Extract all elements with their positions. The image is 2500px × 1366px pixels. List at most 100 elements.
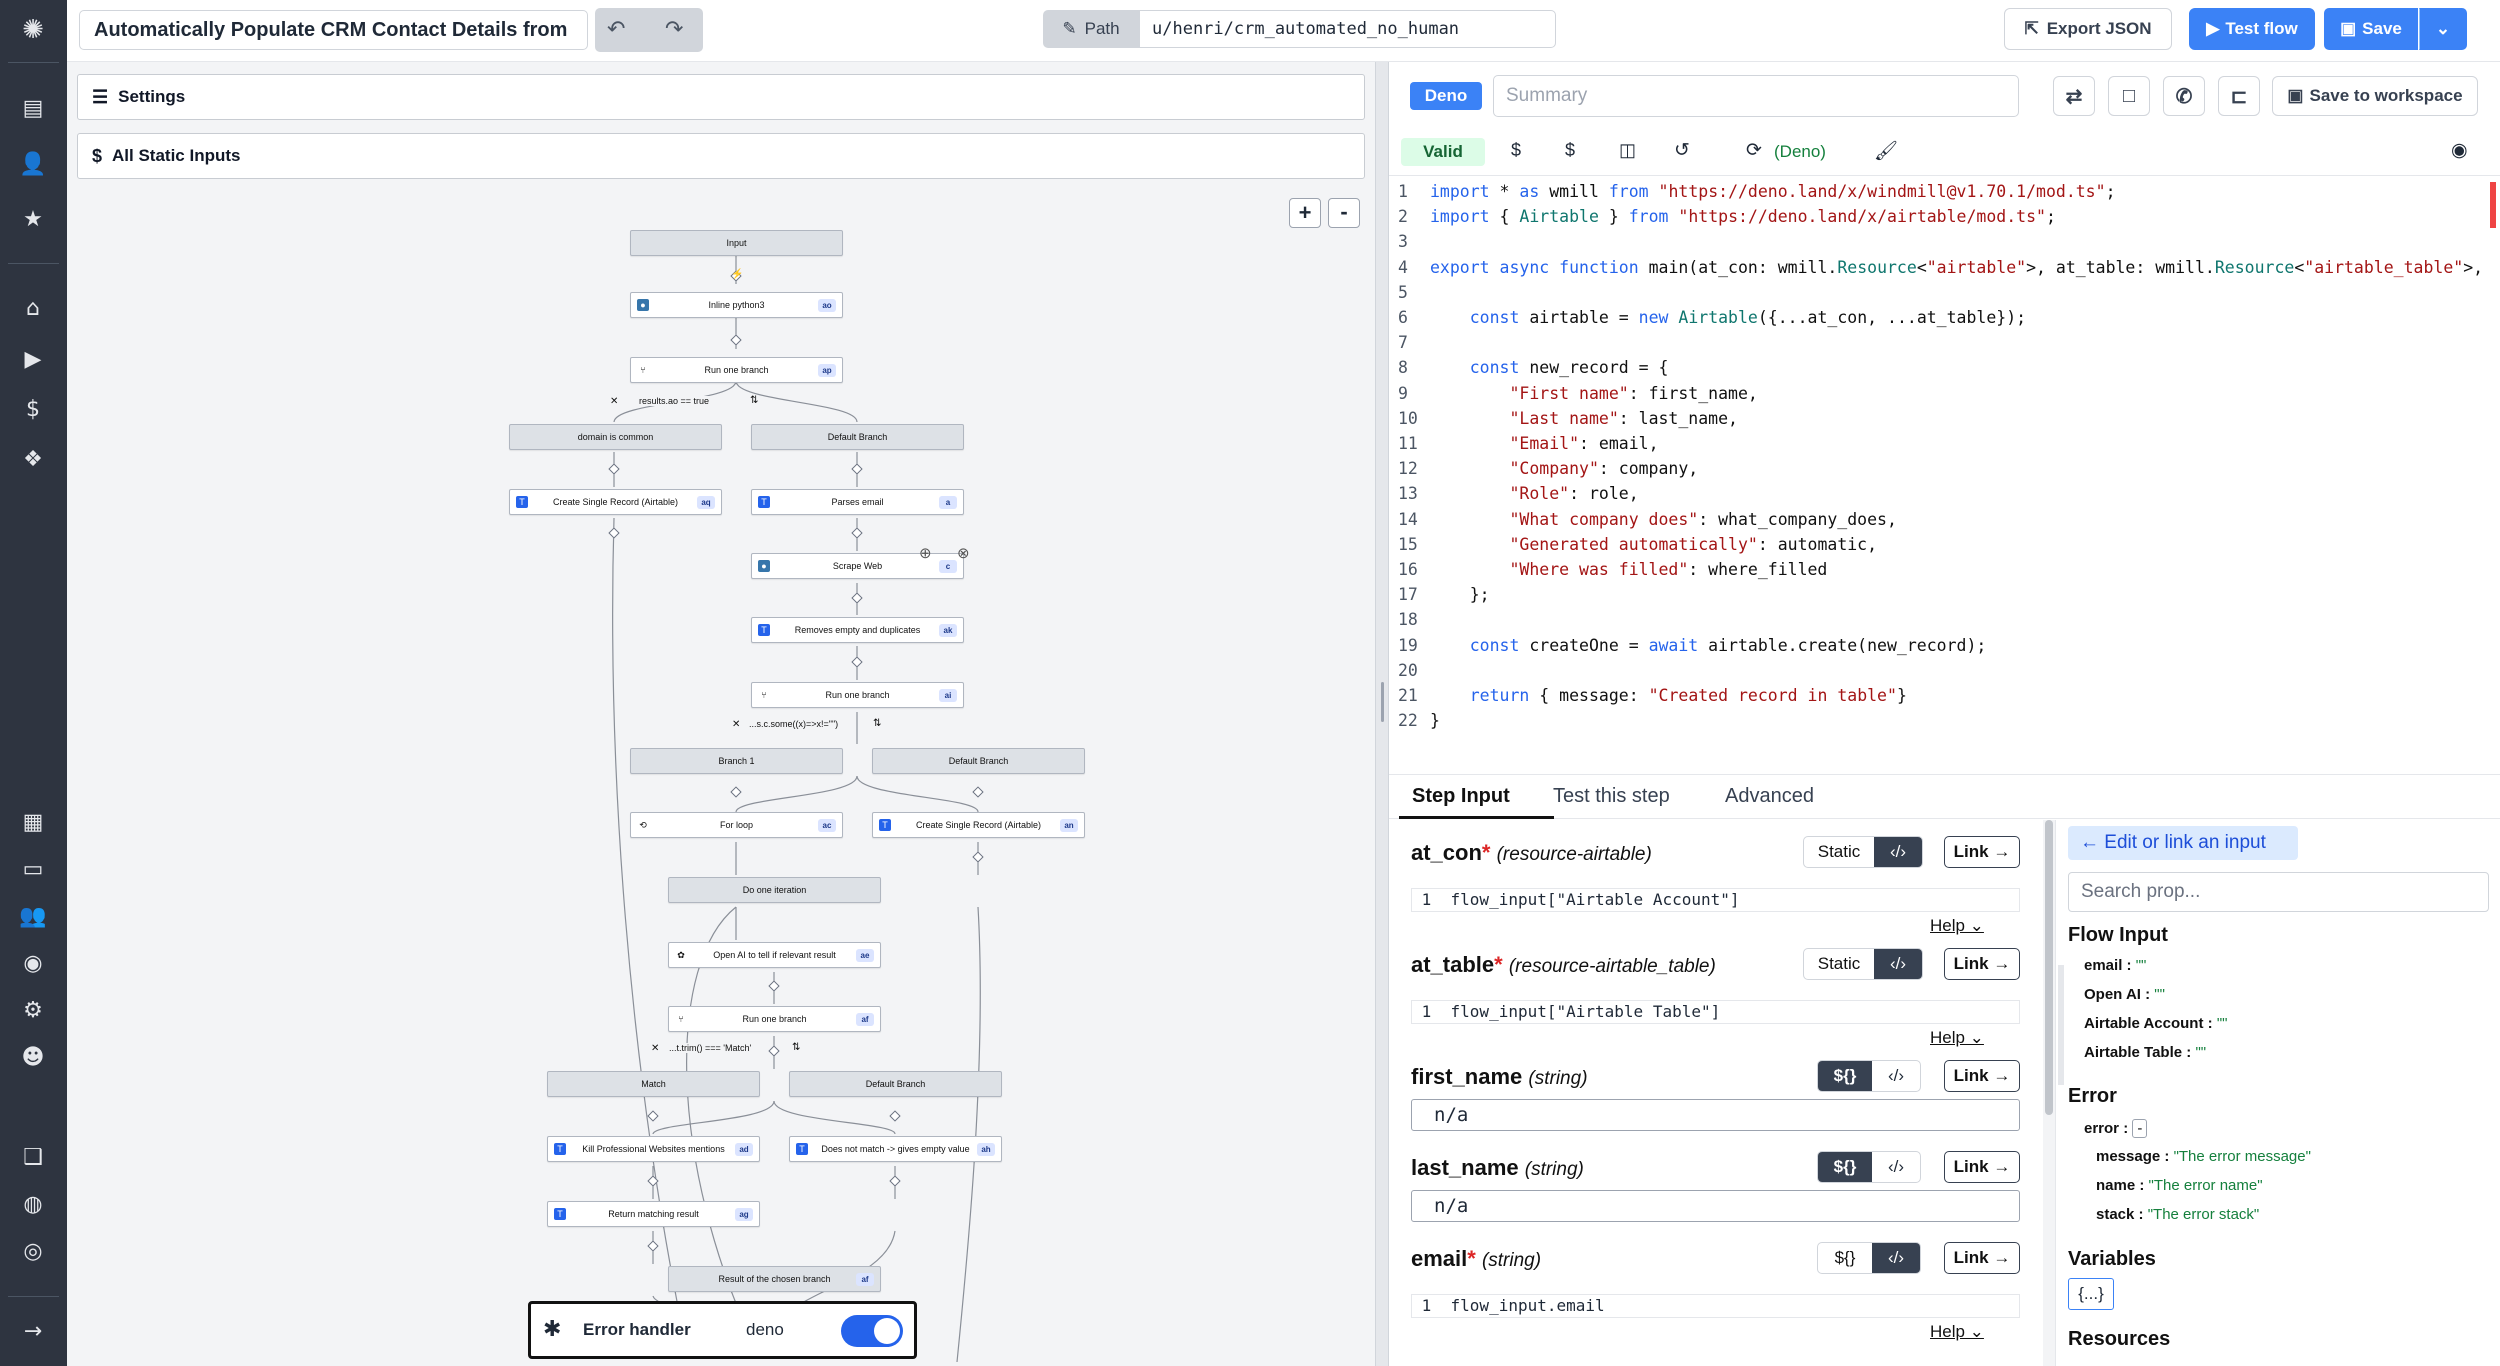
zoom-in-button[interactable]: +	[1289, 198, 1321, 228]
template-mode-option[interactable]: ${}	[1834, 1248, 1856, 1267]
props-scrollbar[interactable]	[2058, 965, 2064, 1085]
error-key[interactable]: error : -	[2084, 1119, 2148, 1138]
flow-input-prop[interactable]: Open AI : ""	[2084, 986, 2165, 1003]
collapse-toggle[interactable]: -	[2132, 1119, 2148, 1138]
brush-icon[interactable]: 🖌	[1874, 141, 1899, 162]
code-line[interactable]: "What company does": what_company_does,	[1509, 509, 1897, 529]
expression-editor[interactable]: 1 flow_input["Airtable Table"]	[1411, 1000, 2020, 1024]
branch-move-icon[interactable]: ⇅	[750, 395, 759, 406]
boxes-icon[interactable]: ❖	[23, 446, 43, 472]
code-line[interactable]: "Last name": last_name,	[1509, 408, 1738, 428]
dollar-icon[interactable]: $	[26, 396, 40, 422]
code-line[interactable]: import { Airtable } from "https://deno.l…	[1430, 207, 2056, 227]
save-to-workspace-button[interactable]: ▣Save to workspace	[2272, 76, 2478, 116]
flow-title-input[interactable]: Automatically Populate CRM Contact Detai…	[79, 10, 588, 50]
flow-node-input[interactable]: Input	[630, 230, 843, 256]
link-input-button[interactable]: Link →	[1944, 1060, 2020, 1092]
code-mode-icon[interactable]: ‹/›	[1887, 1157, 1905, 1176]
template-mode-option[interactable]: ${}	[1818, 1152, 1872, 1182]
book-icon[interactable]: ❑	[23, 1144, 43, 1170]
variables-expander[interactable]: {...}	[2068, 1278, 2114, 1310]
tab-step-input[interactable]: Step Input	[1412, 785, 1510, 807]
branch-delete-icon[interactable]: ✕	[610, 396, 619, 407]
test-flow-button[interactable]: ▶Test flow	[2189, 8, 2315, 50]
error-handler-toggle[interactable]	[841, 1315, 903, 1347]
input-mode-toggle[interactable]: ${}‹/›	[1817, 1242, 1921, 1274]
eye-icon[interactable]: ◉	[2451, 140, 2468, 161]
code-line[interactable]: export async function main(at_con: wmill…	[1430, 257, 2484, 277]
input-mode-toggle[interactable]: Static ‹/›	[1803, 948, 1923, 980]
eye-icon[interactable]: ◉	[23, 950, 43, 976]
input-mode-toggle[interactable]: ${} ‹/›	[1817, 1151, 1921, 1183]
code-line[interactable]: "Where was filled": where_filled	[1509, 560, 1828, 579]
code-line[interactable]: import * as wmill from "https://deno.lan…	[1430, 182, 2116, 201]
folder-icon[interactable]: ▭	[22, 856, 44, 882]
error-prop[interactable]: name : "The error name"	[2096, 1177, 2263, 1194]
code-line[interactable]: }	[1430, 711, 1440, 731]
static-mode-option[interactable]: Static	[1817, 842, 1861, 861]
flow-input-prop[interactable]: Airtable Table : ""	[2084, 1044, 2207, 1061]
link-input-button[interactable]: Link →	[1944, 1242, 2020, 1274]
flow-node-branch-case[interactable]: Match	[547, 1071, 760, 1097]
code-line[interactable]: "Email": email,	[1509, 434, 1659, 453]
windmill-logo-icon[interactable]: ✺	[22, 15, 44, 45]
inputs-scrollbar[interactable]	[2043, 820, 2055, 1366]
phone-icon[interactable]: ✆	[2163, 76, 2205, 116]
flow-node-iteration[interactable]: Do one iteration	[668, 877, 881, 903]
home-icon[interactable]: ⌂	[26, 295, 40, 321]
text-input[interactable]: n/a	[1411, 1099, 2020, 1131]
save-button[interactable]: ▣Save	[2324, 8, 2418, 50]
search-prop-input[interactable]: Search prop...	[2068, 872, 2489, 912]
link-input-button[interactable]: Link →	[1944, 1151, 2020, 1183]
refresh-icon[interactable]: ⟳	[1746, 140, 1762, 161]
edit-or-link-button[interactable]: ← Edit or link an input	[2068, 826, 2298, 860]
link-input-button[interactable]: Link →	[1944, 836, 2020, 868]
arrow-right-icon[interactable]: →	[23, 1318, 43, 1344]
error-prop[interactable]: stack : "The error stack"	[2096, 1206, 2260, 1223]
input-mode-toggle[interactable]: Static‹/›	[1803, 836, 1923, 868]
help-toggle[interactable]: Help ⌄	[1930, 916, 1984, 935]
code-mode-icon[interactable]: ‹/›	[1874, 949, 1922, 979]
code-line[interactable]: "Generated automatically": automatic,	[1509, 534, 1878, 554]
reset-icon[interactable]: ↺	[1674, 140, 1690, 161]
package-icon[interactable]: ◫	[1619, 140, 1637, 160]
expression-editor[interactable]: 1 flow_input["Airtable Account"]	[1411, 888, 2020, 912]
static-mode-option[interactable]: Static	[1817, 954, 1861, 973]
calendar-icon[interactable]: ▦	[22, 809, 44, 835]
zoom-out-button[interactable]: -	[1328, 198, 1360, 228]
scrollbar-thumb[interactable]	[2045, 820, 2053, 1115]
code-line[interactable]: return { message: "Created record in tab…	[1469, 686, 1907, 705]
export-json-button[interactable]: ⇱Export JSON	[2004, 8, 2172, 50]
text-input[interactable]: n/a	[1411, 1190, 2020, 1222]
flow-node-default-branch[interactable]: Default Branch	[872, 748, 1085, 774]
flow-node-default-branch[interactable]: Default Branch	[751, 424, 964, 450]
branch-move-icon[interactable]: ⇅	[792, 1042, 801, 1053]
template-mode-option[interactable]: ${}	[1818, 1061, 1872, 1091]
code-line[interactable]: const airtable = new Airtable({...at_con…	[1469, 308, 2027, 327]
swap-icon[interactable]: ⇄	[2053, 76, 2095, 116]
user-icon[interactable]: 👤	[19, 151, 47, 177]
discord-icon[interactable]: ◍	[23, 1191, 43, 1217]
undo-icon[interactable]: ↶	[607, 16, 626, 41]
bed-icon[interactable]: ⊏	[2218, 76, 2260, 116]
square-icon[interactable]: □	[2108, 76, 2150, 116]
users-icon[interactable]: 👥	[19, 903, 47, 929]
static-inputs-button[interactable]: $All Static Inputs	[77, 133, 1365, 179]
code-line[interactable]: };	[1430, 585, 1490, 605]
code-line[interactable]: const createOne = await airtable.create(…	[1469, 635, 1987, 655]
play-icon[interactable]: ▶	[24, 346, 42, 372]
code-line[interactable]: "First name": first_name,	[1509, 383, 1758, 403]
node-add-icon[interactable]: ⊕	[919, 545, 932, 562]
